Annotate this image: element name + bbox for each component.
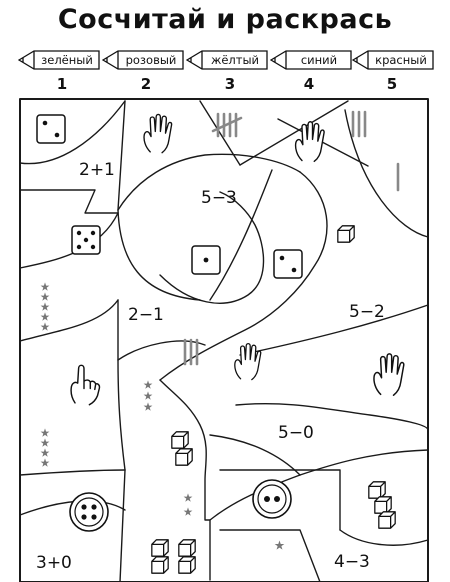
region-outline — [219, 469, 341, 531]
cube-icon — [151, 556, 169, 574]
cube-groups — [151, 225, 396, 574]
cube-icon — [178, 539, 196, 557]
stars-four-icon — [40, 428, 50, 467]
legend-number: 1 — [56, 75, 68, 93]
pencil-pink: розовый — [102, 49, 184, 71]
region-outline — [209, 474, 301, 521]
expression-text: 4−3 — [334, 552, 370, 572]
tally-four-icon — [211, 112, 243, 138]
expression-text: 5−0 — [278, 423, 314, 443]
region-outline — [299, 449, 429, 476]
region-outline — [19, 299, 119, 342]
region-outline — [117, 153, 301, 211]
pencil-icon — [186, 50, 268, 70]
hand-five-fingers-icon — [373, 353, 405, 397]
cube-icon — [171, 431, 189, 449]
legend-number: 5 — [386, 75, 398, 93]
region-outline — [159, 379, 211, 581]
expression-text: 2+1 — [79, 160, 115, 180]
region-outline — [235, 402, 429, 431]
cube-icon — [337, 225, 355, 243]
pencil-label: розовый — [125, 53, 177, 67]
region-outline — [117, 100, 126, 211]
legend-number: 4 — [303, 75, 315, 93]
tally-marks — [183, 110, 400, 366]
hand-fist-icon — [70, 364, 101, 406]
expression-text: 2−1 — [128, 305, 164, 325]
dice-one-icon — [191, 245, 221, 275]
page-title: Сосчитай и раскрась — [57, 4, 393, 35]
region-outline — [344, 109, 429, 238]
region-outline — [19, 189, 119, 214]
region-outline — [19, 212, 119, 269]
region-outline — [219, 529, 321, 582]
hand-four-fingers-icon — [294, 121, 325, 163]
region-outline — [239, 100, 349, 166]
pencil-label: синий — [300, 53, 338, 67]
hand-three-fingers-icon — [143, 113, 173, 154]
pencil-yellow: жёлтый — [186, 49, 268, 71]
pencil-blue: синий — [270, 49, 352, 71]
cube-icon — [151, 539, 169, 557]
region-outline — [209, 169, 273, 301]
region-outline — [19, 469, 126, 476]
dice-two-icon — [273, 249, 303, 279]
pencil-label: красный — [375, 53, 427, 67]
expression-text: 5−2 — [349, 302, 385, 322]
pencil-icon — [102, 50, 184, 70]
color-legend: зелёный розовый жёлтый синий красный — [18, 49, 434, 71]
stars-two-icon — [183, 493, 193, 516]
expression-text: 3+0 — [36, 553, 72, 573]
region-outline — [339, 529, 429, 546]
region-outline — [209, 434, 301, 476]
region-outline — [159, 171, 328, 381]
cube-icon — [374, 496, 392, 514]
star-one-icon — [274, 540, 285, 550]
sewing-button-icon — [252, 479, 292, 519]
pencil-icon — [352, 50, 434, 70]
region-outline — [199, 100, 241, 166]
sewing-button-icon — [69, 492, 109, 532]
buttons — [69, 479, 292, 532]
pencil-label: жёлтый — [210, 53, 260, 67]
cube-icon — [178, 556, 196, 574]
region-outline — [119, 469, 126, 582]
region-outline — [117, 209, 201, 301]
pencil-icon — [270, 50, 352, 70]
dice-five-icon — [71, 225, 101, 255]
pencil-label: зелёный — [41, 53, 93, 67]
region-outline — [19, 100, 126, 165]
pencil-green: зелёный — [18, 49, 100, 71]
region-outline — [117, 359, 126, 471]
stars-five-icon — [40, 282, 50, 331]
dice-icons — [36, 114, 303, 279]
hand-two-fingers-icon — [234, 342, 262, 381]
pencil-red: красный — [352, 49, 434, 71]
pencil-icon — [18, 50, 100, 70]
expression-text: 5−3 — [201, 188, 237, 208]
dice-two-icon — [36, 114, 66, 144]
cube-icon — [378, 511, 396, 529]
region-outline — [159, 191, 265, 304]
tally-three-icon — [351, 110, 367, 138]
tally-three-icon — [183, 338, 199, 366]
region-outline — [239, 304, 429, 356]
legend-number: 3 — [224, 75, 236, 93]
cube-icon — [175, 448, 193, 466]
legend-number: 2 — [140, 75, 152, 93]
stars-three-icon — [143, 380, 153, 411]
cube-icon — [368, 481, 386, 499]
